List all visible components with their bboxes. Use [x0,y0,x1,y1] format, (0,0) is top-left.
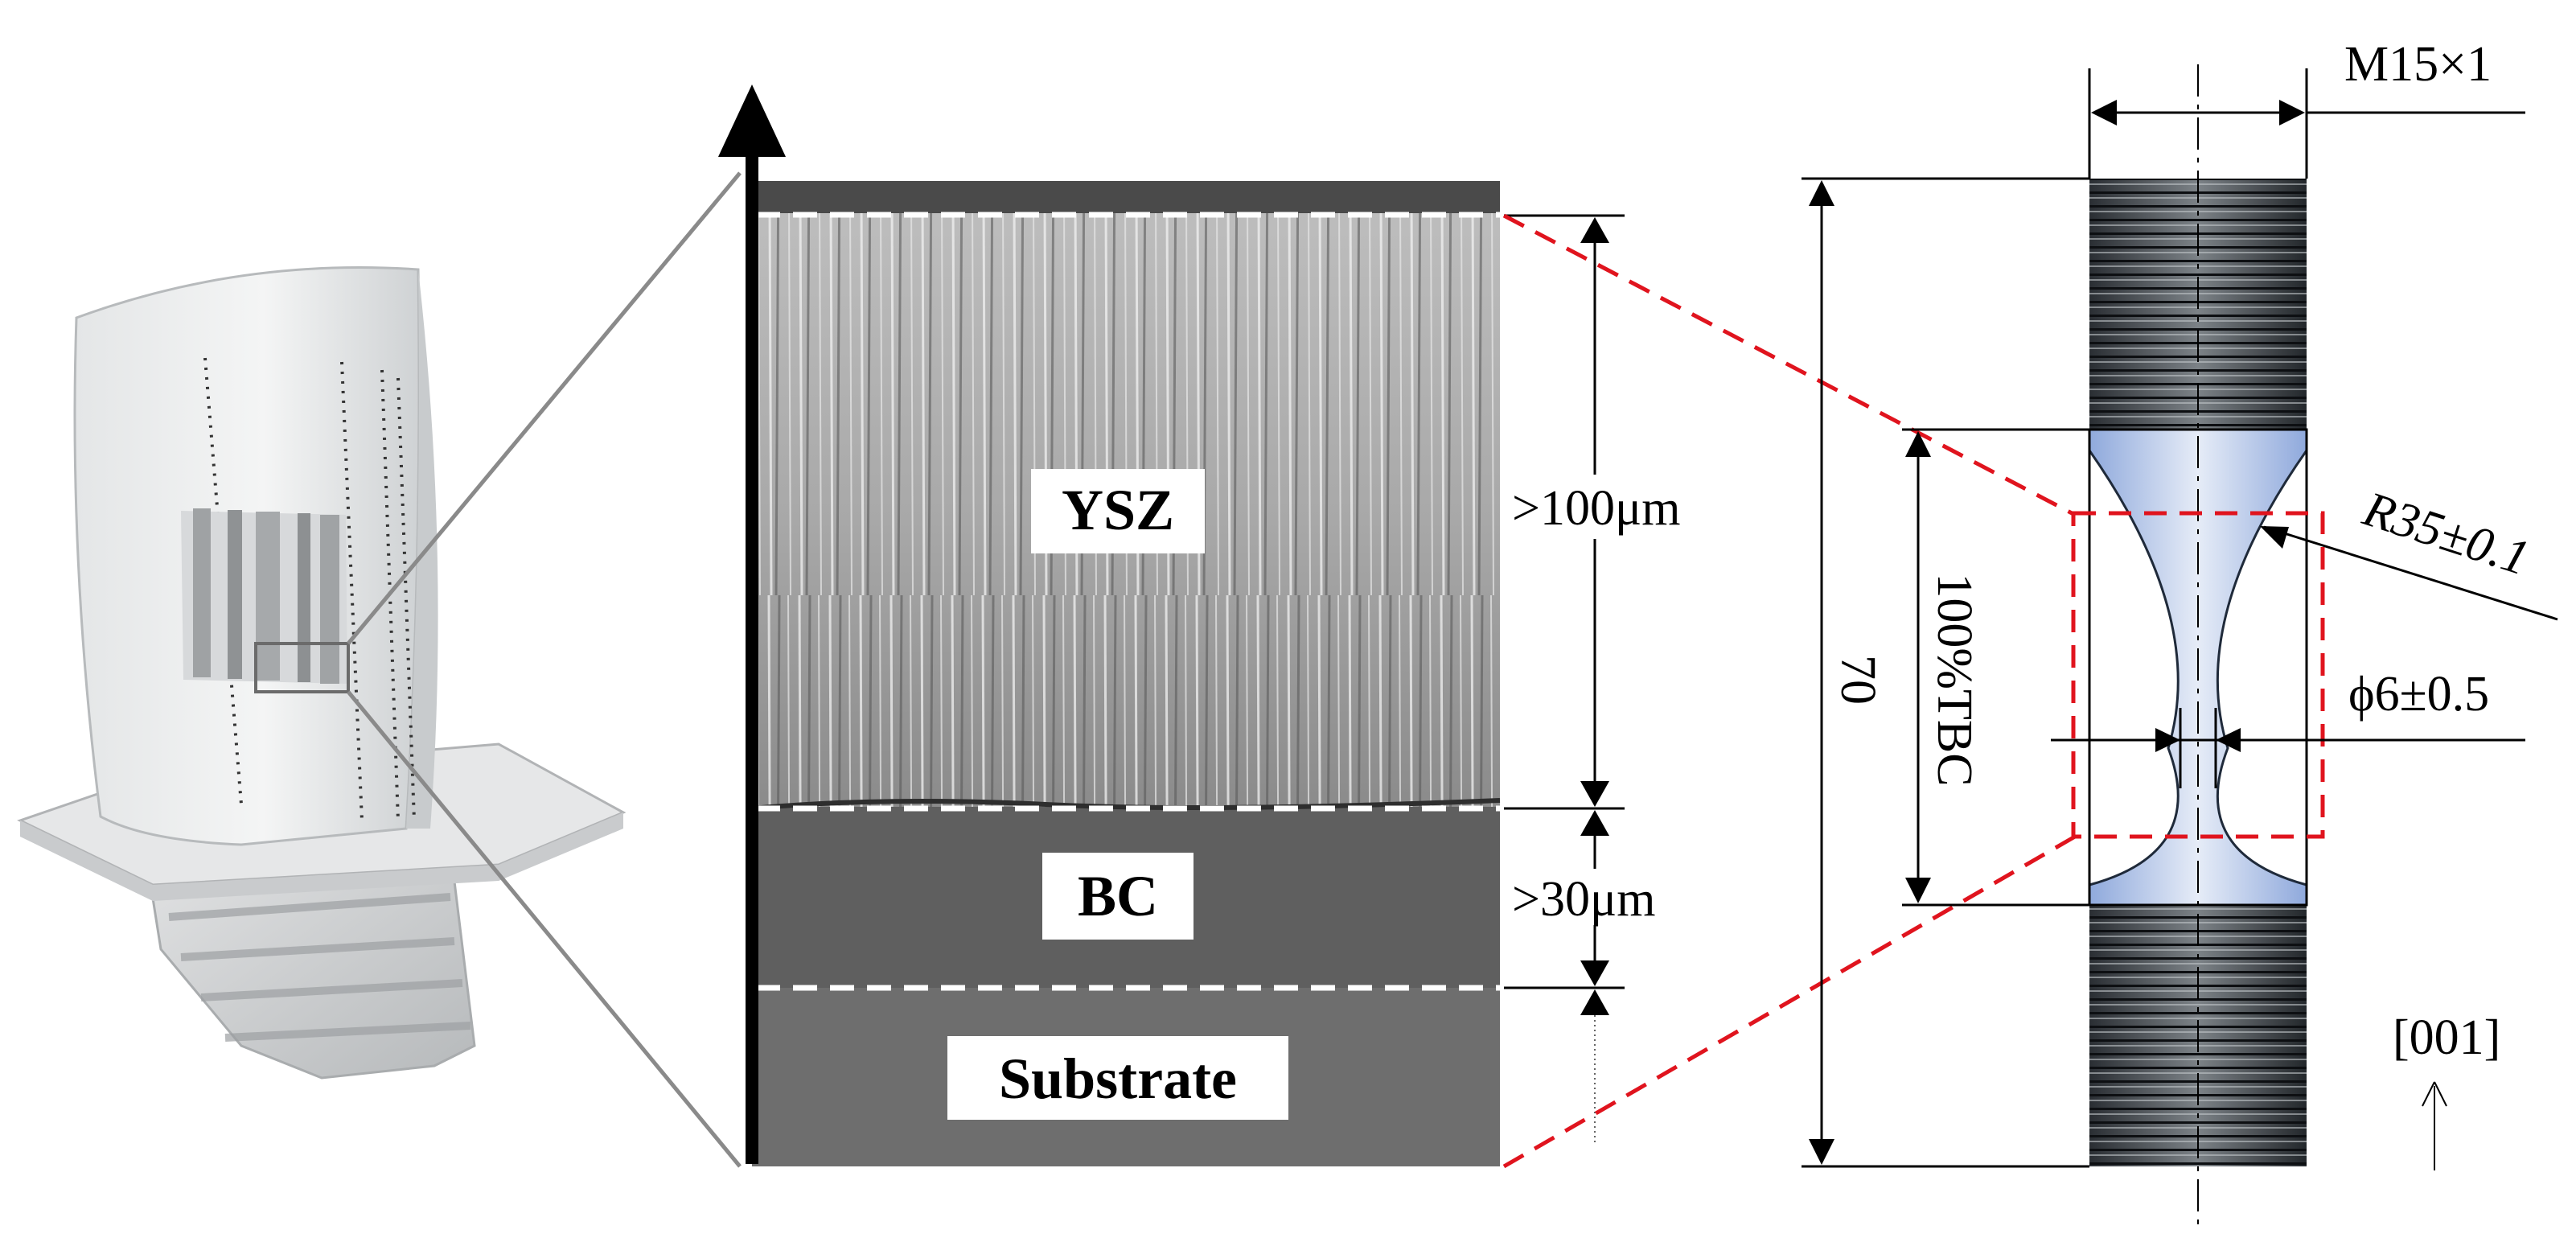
blade-region-box [254,642,350,693]
thread-spec: M15×1 [2344,37,2492,92]
ysz-thickness: >100μm [1512,481,1680,536]
label-substrate: Substrate [999,1047,1237,1111]
zoom-line-bottom [347,690,742,1168]
zoom-line-top [347,171,742,645]
growth-direction-arrow [718,84,786,1164]
specimen-drawing [2071,64,2325,1227]
thickness-dimensions: >100μm >30μm [1504,214,1685,1142]
coating-coverage: 100%TBC [1927,573,1982,786]
coating-stripes [181,508,347,684]
turbine-blade-illustration [17,266,627,1080]
specimen-region-box [2071,511,2325,839]
fillet-radius: R35±0.1 [2356,481,2536,586]
gauge-diameter: ϕ6±0.5 [2348,667,2489,722]
label-bc: BC [1078,864,1158,928]
label-ysz: YSZ [1062,478,1174,542]
callout-lines [1502,213,2077,1169]
sem-cross-section: YSZ BC Substrate [751,181,1501,1166]
crystal-orientation: [001] [2393,1010,2500,1065]
total-length: 70 [1830,655,1885,705]
bc-thickness: >30μm [1512,872,1655,927]
